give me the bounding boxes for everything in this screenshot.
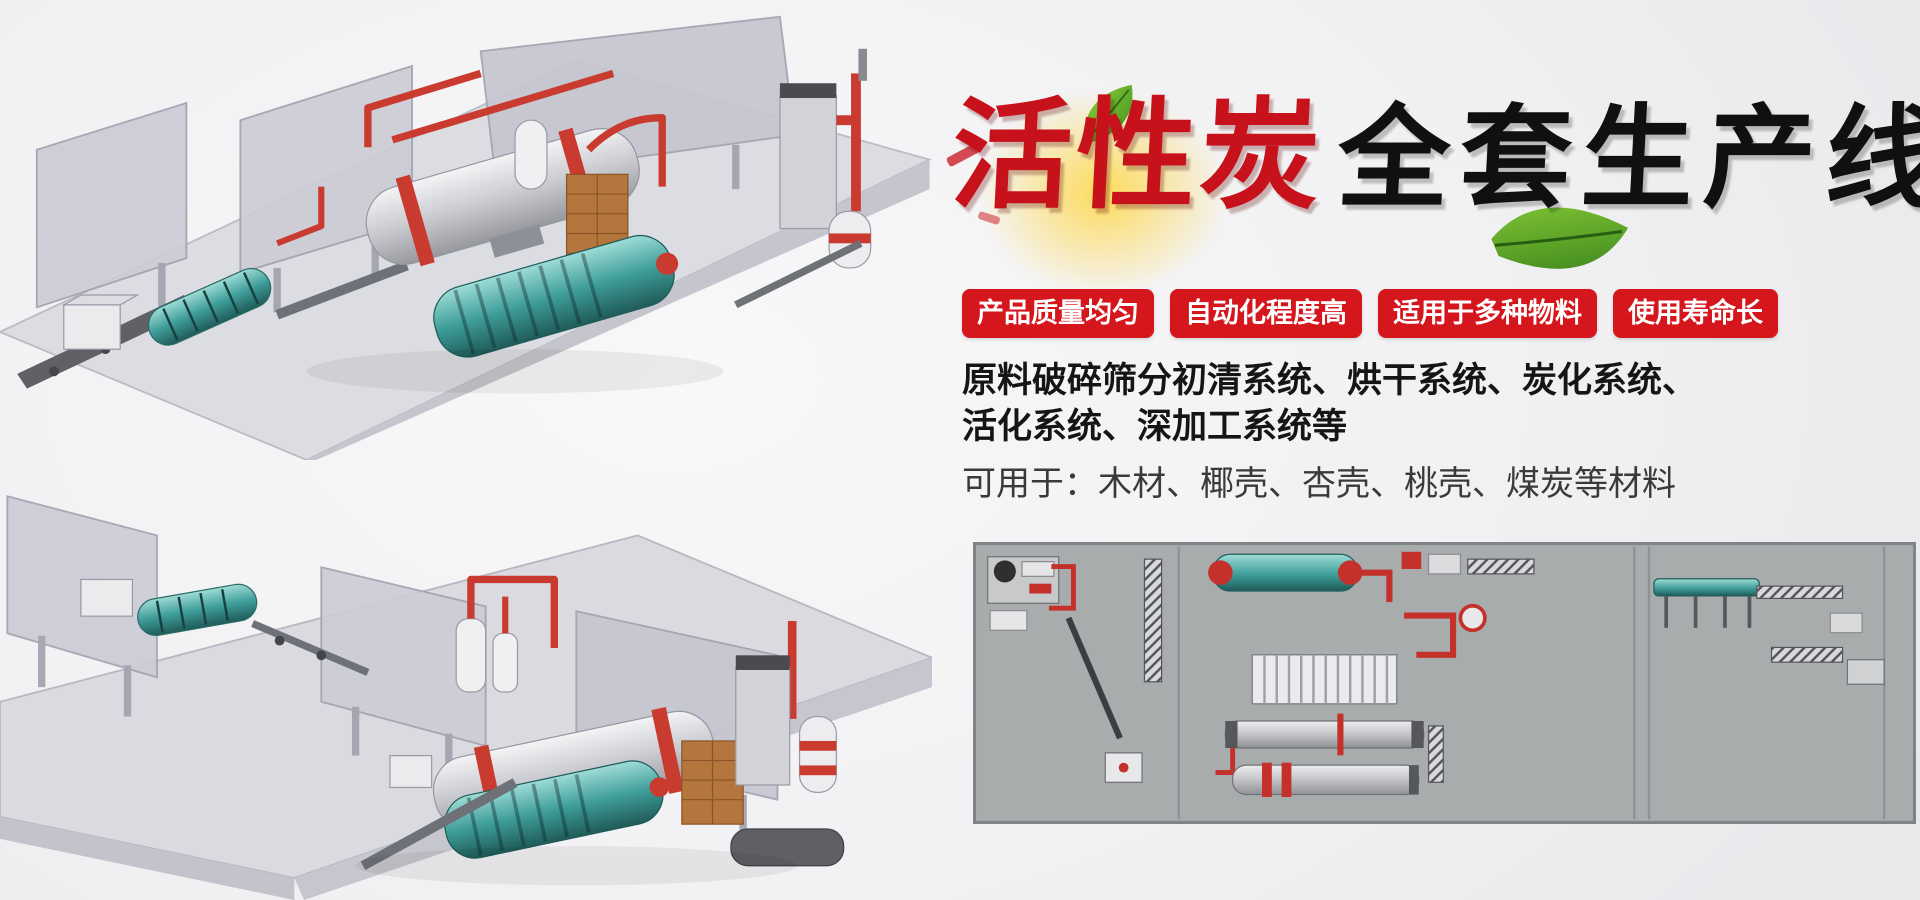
dust-collector-tanks — [455, 617, 519, 693]
description-text: 原料破碎筛分初清系统、烘干系统、炭化系统、 活化系统、深加工系统等 — [962, 358, 1697, 450]
transfer-conveyor — [275, 260, 409, 320]
title-red-text: 活性炭 — [948, 89, 1328, 223]
plant-layout-svg — [973, 542, 1916, 824]
page-title: 活性炭全套生产线 — [948, 89, 1920, 223]
title-black-text: 全套生产线 — [1334, 96, 1920, 221]
shadow — [355, 846, 798, 886]
machinery-render-bottom — [0, 462, 932, 900]
shadow — [306, 349, 724, 394]
activation-furnace-drum — [444, 760, 670, 859]
red-piping — [276, 69, 666, 247]
leaf-icon — [1491, 207, 1629, 269]
usage-text: 可用于：木材、椰壳、杏壳、桃壳、煤炭等材料 — [962, 465, 1676, 503]
leaf-icon — [1083, 84, 1133, 143]
packing-section — [1653, 578, 1885, 685]
feature-badges: 产品质量均匀 自动化程度高 适用于多种物料 使用寿命长 — [962, 289, 1778, 339]
machinery-render-top-svg — [0, 15, 932, 460]
cyclone-tank — [514, 119, 548, 190]
rotary-dryer-drum — [365, 127, 640, 267]
cooling-tower-cluster — [730, 655, 845, 867]
discharge-conveyor — [734, 239, 863, 309]
screening-drum — [147, 267, 272, 346]
screening-drum — [137, 583, 258, 637]
red-piping — [467, 575, 797, 719]
feature-badge: 使用寿命长 — [1613, 289, 1778, 339]
crushing-section — [987, 556, 1163, 783]
plant-layout-diagram — [973, 542, 1916, 824]
brick-furnace — [681, 740, 744, 825]
transfer-conveyor — [251, 620, 370, 676]
feed-hopper — [61, 294, 140, 350]
feature-badge: 自动化程度高 — [1170, 289, 1362, 339]
description-line-1: 原料破碎筛分初清系统、烘干系统、炭化系统、 — [962, 361, 1698, 400]
machinery-render-top — [0, 2, 932, 460]
drying-carbonization-section — [1208, 551, 1535, 798]
feed-hopper — [80, 578, 134, 617]
carbonization-tower — [779, 48, 872, 269]
activation-furnace-drum — [433, 235, 679, 358]
incline-conveyor — [360, 755, 518, 871]
machinery-render-bottom-svg — [0, 495, 932, 900]
wall-panels — [35, 15, 796, 350]
feature-badge: 产品质量均匀 — [962, 289, 1154, 339]
description-line-2: 活化系统、深加工系统等 — [962, 407, 1348, 447]
feature-badge: 适用于多种物料 — [1378, 289, 1597, 339]
